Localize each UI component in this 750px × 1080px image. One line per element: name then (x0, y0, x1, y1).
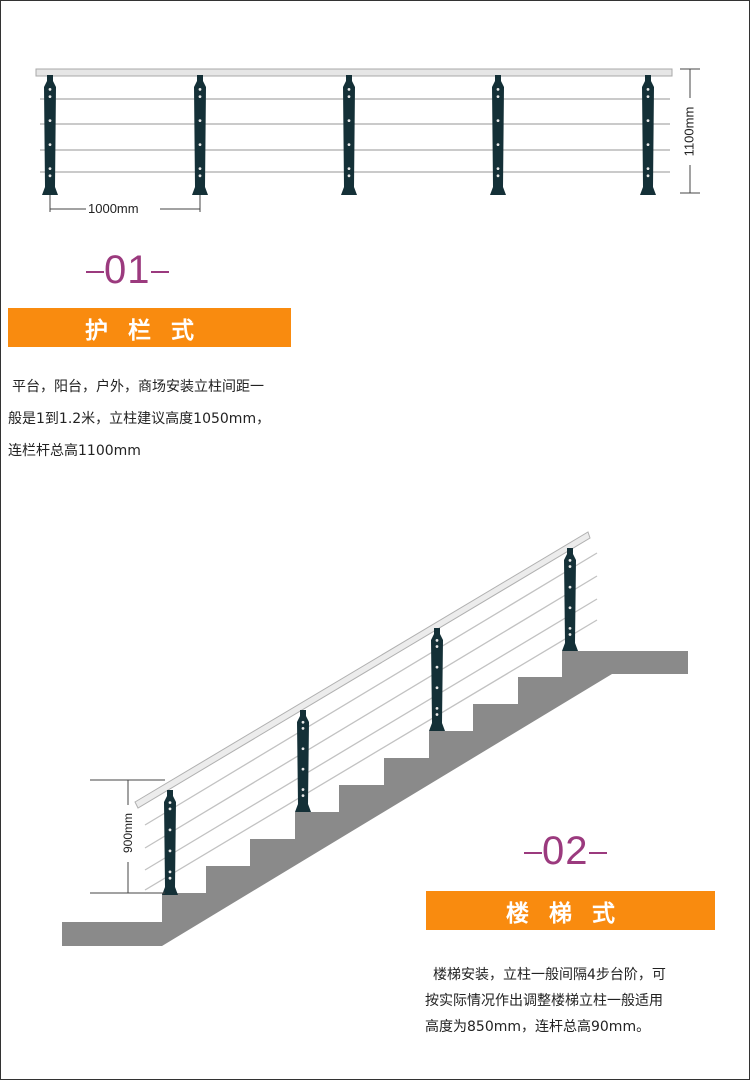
flat-railing-diagram (35, 68, 700, 212)
number-text: 02 (542, 829, 589, 873)
stair-height-label: 900mm (121, 813, 135, 854)
section-title-banner-1: 护栏式 (8, 308, 291, 347)
posts (42, 75, 656, 195)
section-description-1: 平台，阳台，户外，商场安装立柱间距一 般是1到1.2米，立柱建议高度1050mm… (8, 371, 308, 467)
desc-line: 高度为850mm，连杆总高90mm。 (425, 1019, 651, 1035)
spacing-dimension (49, 195, 201, 212)
section-number-02: 02 (524, 829, 607, 874)
railing-post (192, 75, 208, 195)
section-description-2: 楼梯安装，立柱一般间隔4步台阶，可 按实际情况作出调整楼梯立柱一般适用 高度为8… (425, 962, 725, 1040)
dash-left (524, 852, 542, 855)
cables (40, 98, 670, 173)
section-title-banner-2: 楼梯式 (426, 891, 715, 930)
desc-line: 般是1到1.2米，立柱建议高度1050mm， (8, 411, 271, 427)
desc-line: 按实际情况作出调整楼梯立柱一般适用 (425, 993, 663, 1009)
handrail (35, 68, 673, 77)
section-number-01: 01 (86, 248, 169, 293)
railing-post (341, 75, 357, 195)
height-label: 1100mm (681, 106, 697, 157)
desc-line: 连栏杆总高1100mm (8, 443, 141, 459)
railing-post (490, 75, 506, 195)
number-text: 01 (104, 248, 151, 292)
dash-right (588, 852, 607, 855)
desc-line: 楼梯安装，立柱一般间隔4步台阶，可 (433, 967, 666, 983)
dash-right (150, 271, 169, 274)
desc-line: 平台，阳台，户外，商场安装立柱间距一 (12, 379, 264, 395)
railing-post (42, 75, 58, 195)
railing-post (640, 75, 656, 195)
height-dimension (680, 68, 700, 194)
dash-left (86, 271, 104, 274)
spacing-label: 1000mm (88, 201, 139, 216)
